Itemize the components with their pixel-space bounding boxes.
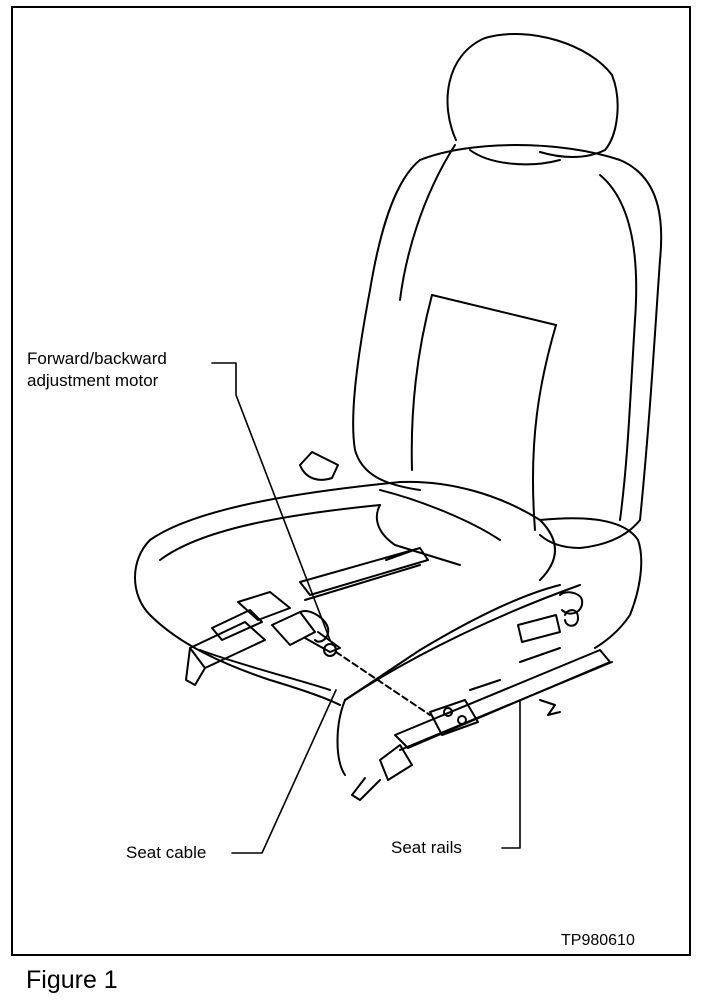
seat-cushion — [134, 480, 561, 706]
seat-rails-label: Seat rails — [391, 838, 462, 857]
recline-lever — [299, 451, 339, 481]
motor-label-line2: adjustment motor — [27, 371, 159, 390]
adjustment-motor — [271, 610, 341, 657]
backrest — [352, 144, 663, 549]
motor-label-line1: Forward/backward — [27, 349, 167, 368]
seat-cable-line — [335, 651, 431, 716]
seat-cable-label: Seat cable — [126, 843, 207, 862]
figure-code: TP980610 — [561, 932, 635, 949]
right-seat-rail — [351, 647, 613, 801]
figure-caption: Figure 1 — [26, 966, 118, 994]
leader-lines — [211, 362, 521, 854]
figure-frame — [11, 6, 691, 956]
left-seat-rail — [185, 547, 429, 686]
seat-side-panel — [336, 517, 643, 776]
